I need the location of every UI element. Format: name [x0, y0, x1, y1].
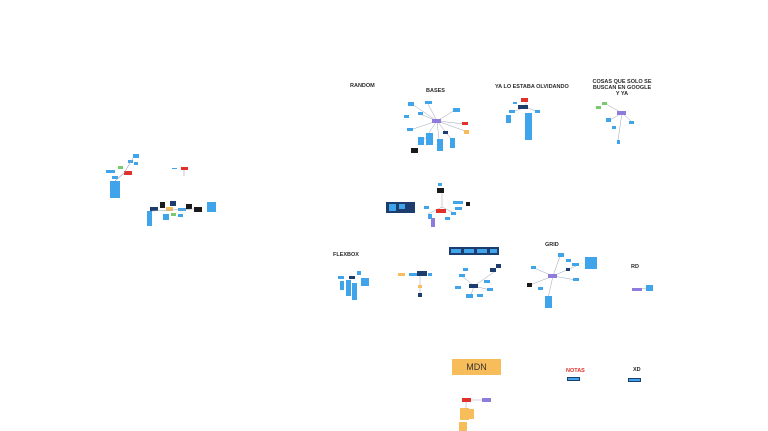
cosas-cluster[interactable]	[596, 102, 634, 144]
label-olvidando: YA LO ESTABA OLVIDANDO	[495, 84, 569, 90]
label-notas: NOTAS	[566, 368, 585, 374]
label-flexbox: FLEXBOX	[333, 252, 359, 258]
middle-cluster[interactable]	[386, 183, 470, 227]
notas-node[interactable]	[567, 377, 580, 381]
flexbox-cluster[interactable]	[338, 271, 369, 300]
olvidando-cluster[interactable]	[506, 98, 540, 140]
label-rd: RD	[631, 264, 639, 270]
left-cluster[interactable]	[106, 154, 216, 226]
label-grid: GRID	[545, 242, 559, 248]
grid-cluster[interactable]	[527, 253, 597, 308]
xd-node[interactable]	[628, 378, 641, 382]
strip-cluster[interactable]	[455, 264, 501, 299]
bases-cluster[interactable]	[404, 101, 469, 153]
label-cosas: COSAS QUE SOLO SE BUSCAN EN GOOGLE Y YA	[592, 79, 652, 97]
label-bases: BASES	[426, 88, 445, 94]
label-random: RANDOM	[350, 83, 375, 89]
image-strip[interactable]	[449, 247, 499, 255]
mdn-cluster[interactable]	[459, 398, 491, 431]
mdn-node[interactable]: MDN	[452, 359, 501, 375]
middle-branch[interactable]	[398, 271, 432, 297]
rd-cluster[interactable]	[632, 285, 653, 291]
node[interactable]	[110, 181, 120, 198]
label-xd: XD	[633, 367, 641, 373]
